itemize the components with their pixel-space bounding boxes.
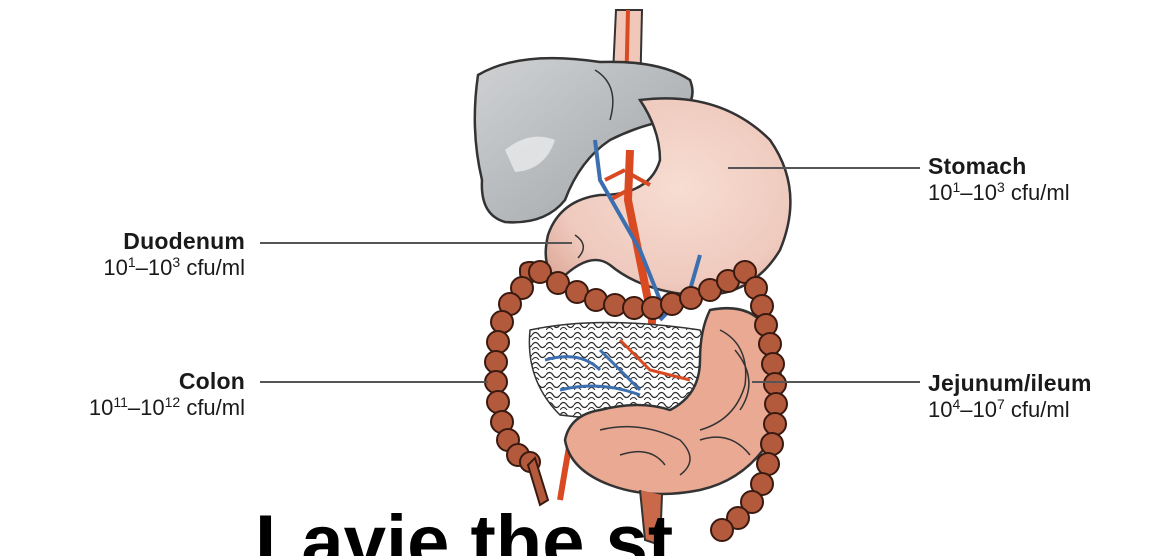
colon-label: Colon 1011–1012 cfu/ml: [89, 368, 245, 421]
stomach-count: 101–103 cfu/ml: [928, 180, 1070, 206]
stomach-name: Stomach: [928, 153, 1070, 180]
jejunum-ileum-name: Jejunum/ileum: [928, 370, 1092, 397]
colon-name: Colon: [89, 368, 245, 395]
jejunum-ileum-label: Jejunum/ileum 104–107 cfu/ml: [928, 370, 1092, 423]
stomach-label: Stomach 101–103 cfu/ml: [928, 153, 1070, 206]
duodenum-name: Duodenum: [103, 228, 245, 255]
colon-count: 1011–1012 cfu/ml: [89, 395, 245, 421]
duodenum-label: Duodenum 101–103 cfu/ml: [103, 228, 245, 281]
jejunum-ileum-count: 104–107 cfu/ml: [928, 397, 1092, 423]
cropped-caption-text: Lavie the st: [255, 505, 673, 556]
duodenum-count: 101–103 cfu/ml: [103, 255, 245, 281]
